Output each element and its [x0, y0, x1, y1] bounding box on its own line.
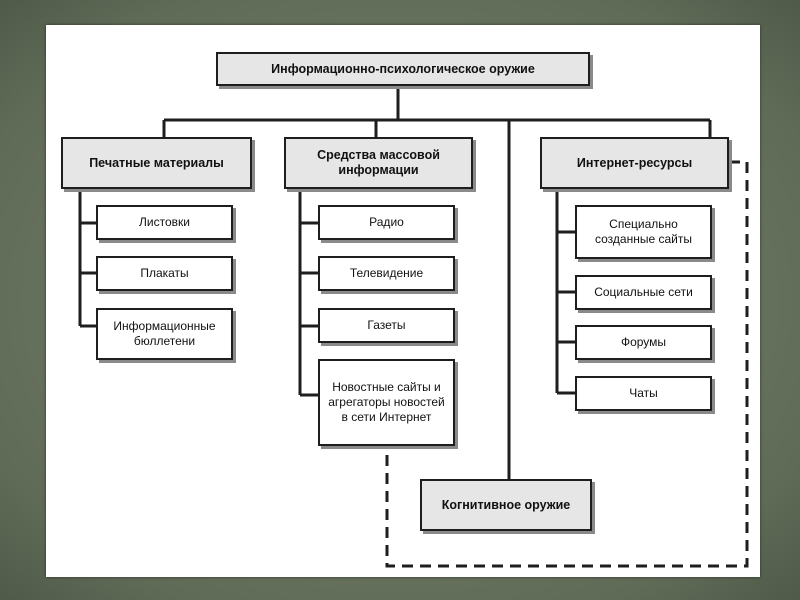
item-radio: Радио	[318, 205, 455, 240]
item-forums: Форумы	[575, 325, 712, 360]
item-news-sites: Новостные сайты и агрегаторы новостей в …	[318, 359, 455, 446]
item-posters: Плакаты	[96, 256, 233, 291]
item-leaflets: Листовки	[96, 205, 233, 240]
dashed-boundary	[385, 160, 749, 568]
cognitive-weapon-box: Когнитивное оружие	[420, 479, 592, 531]
item-chats: Чаты	[575, 376, 712, 411]
item-newspapers: Газеты	[318, 308, 455, 343]
root-box: Информационно-психологическое оружие	[216, 52, 590, 86]
item-television: Телевидение	[318, 256, 455, 291]
category-print-box: Печатные материалы	[61, 137, 252, 189]
item-bulletins: Информационные бюллетени	[96, 308, 233, 360]
category-media-box: Средства массовой информации	[284, 137, 473, 189]
category-internet-box: Интернет-ресурсы	[540, 137, 729, 189]
item-special-sites: Специально созданные сайты	[575, 205, 712, 259]
item-social-networks: Социальные сети	[575, 275, 712, 310]
